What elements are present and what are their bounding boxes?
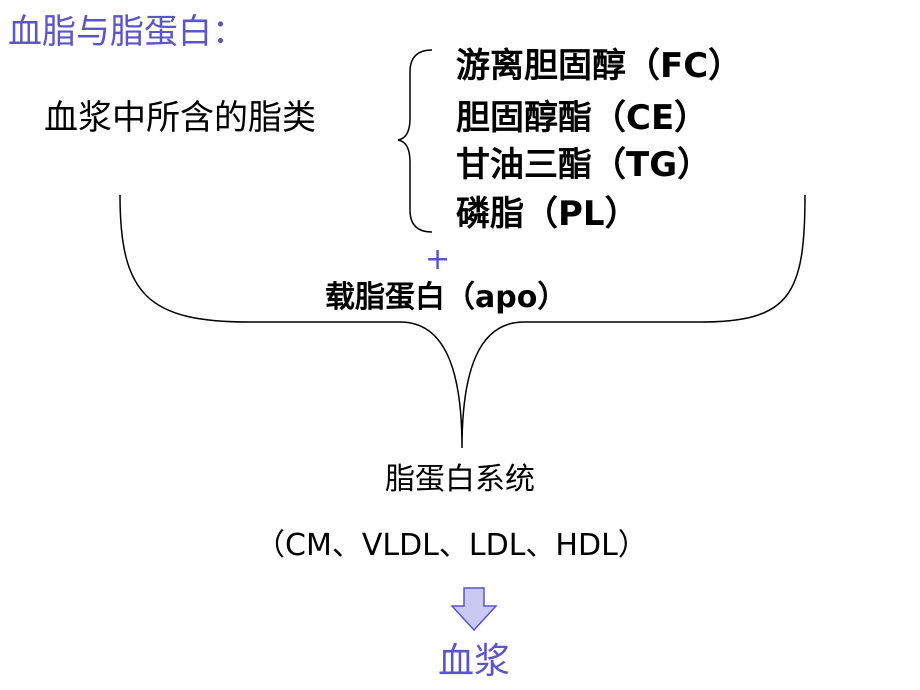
- lipid-item-fc: 游离胆固醇（FC）: [456, 46, 743, 86]
- lipoprotein-classes: （CM、VLDL、LDL、HDL）: [255, 528, 648, 563]
- lipid-item-tg: 甘油三酯（TG）: [456, 145, 712, 185]
- lipid-brace: [397, 49, 433, 233]
- lipoprotein-system-label: 脂蛋白系统: [385, 462, 535, 497]
- plasma-label: 血浆: [438, 641, 511, 682]
- slide-title: 血脂与脂蛋白：: [8, 12, 246, 52]
- plus-sign: +: [425, 242, 451, 277]
- lipid-item-ce: 胆固醇酯（CE）: [456, 98, 709, 138]
- apolipoprotein-label: 载脂蛋白（apo）: [325, 280, 568, 315]
- plasma-lipids-label: 血浆中所含的脂类: [44, 98, 316, 138]
- merge-brace: [119, 194, 806, 449]
- lipid-item-pl: 磷脂（PL）: [456, 194, 639, 234]
- down-arrow-icon: [450, 587, 498, 632]
